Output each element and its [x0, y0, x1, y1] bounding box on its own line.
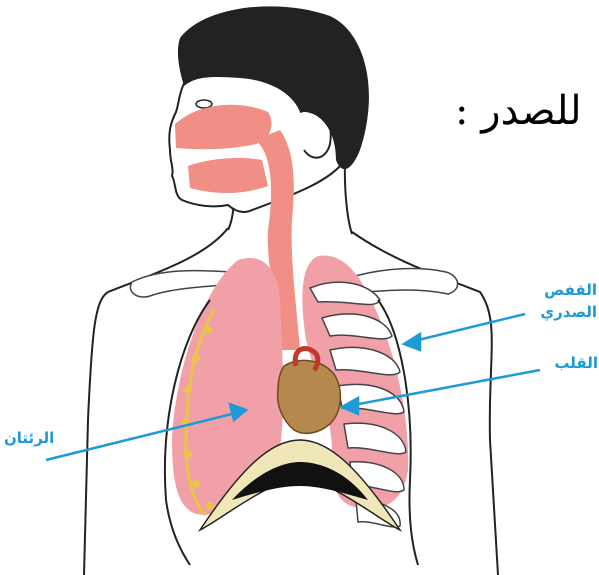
rib-cage-label-line2: الصدري — [527, 301, 597, 323]
rib-cage-label: القفص الصدري — [527, 279, 597, 323]
rib-cage-pointer — [410, 314, 525, 342]
rib-cage-label-line1: القفص — [527, 279, 597, 301]
oral-cavity — [188, 158, 268, 193]
page-heading: للصدر : — [455, 88, 595, 134]
eye — [196, 100, 212, 108]
lungs-label: الرئتان — [4, 429, 76, 447]
heart-label: القلب — [540, 354, 598, 372]
heart — [278, 360, 341, 433]
